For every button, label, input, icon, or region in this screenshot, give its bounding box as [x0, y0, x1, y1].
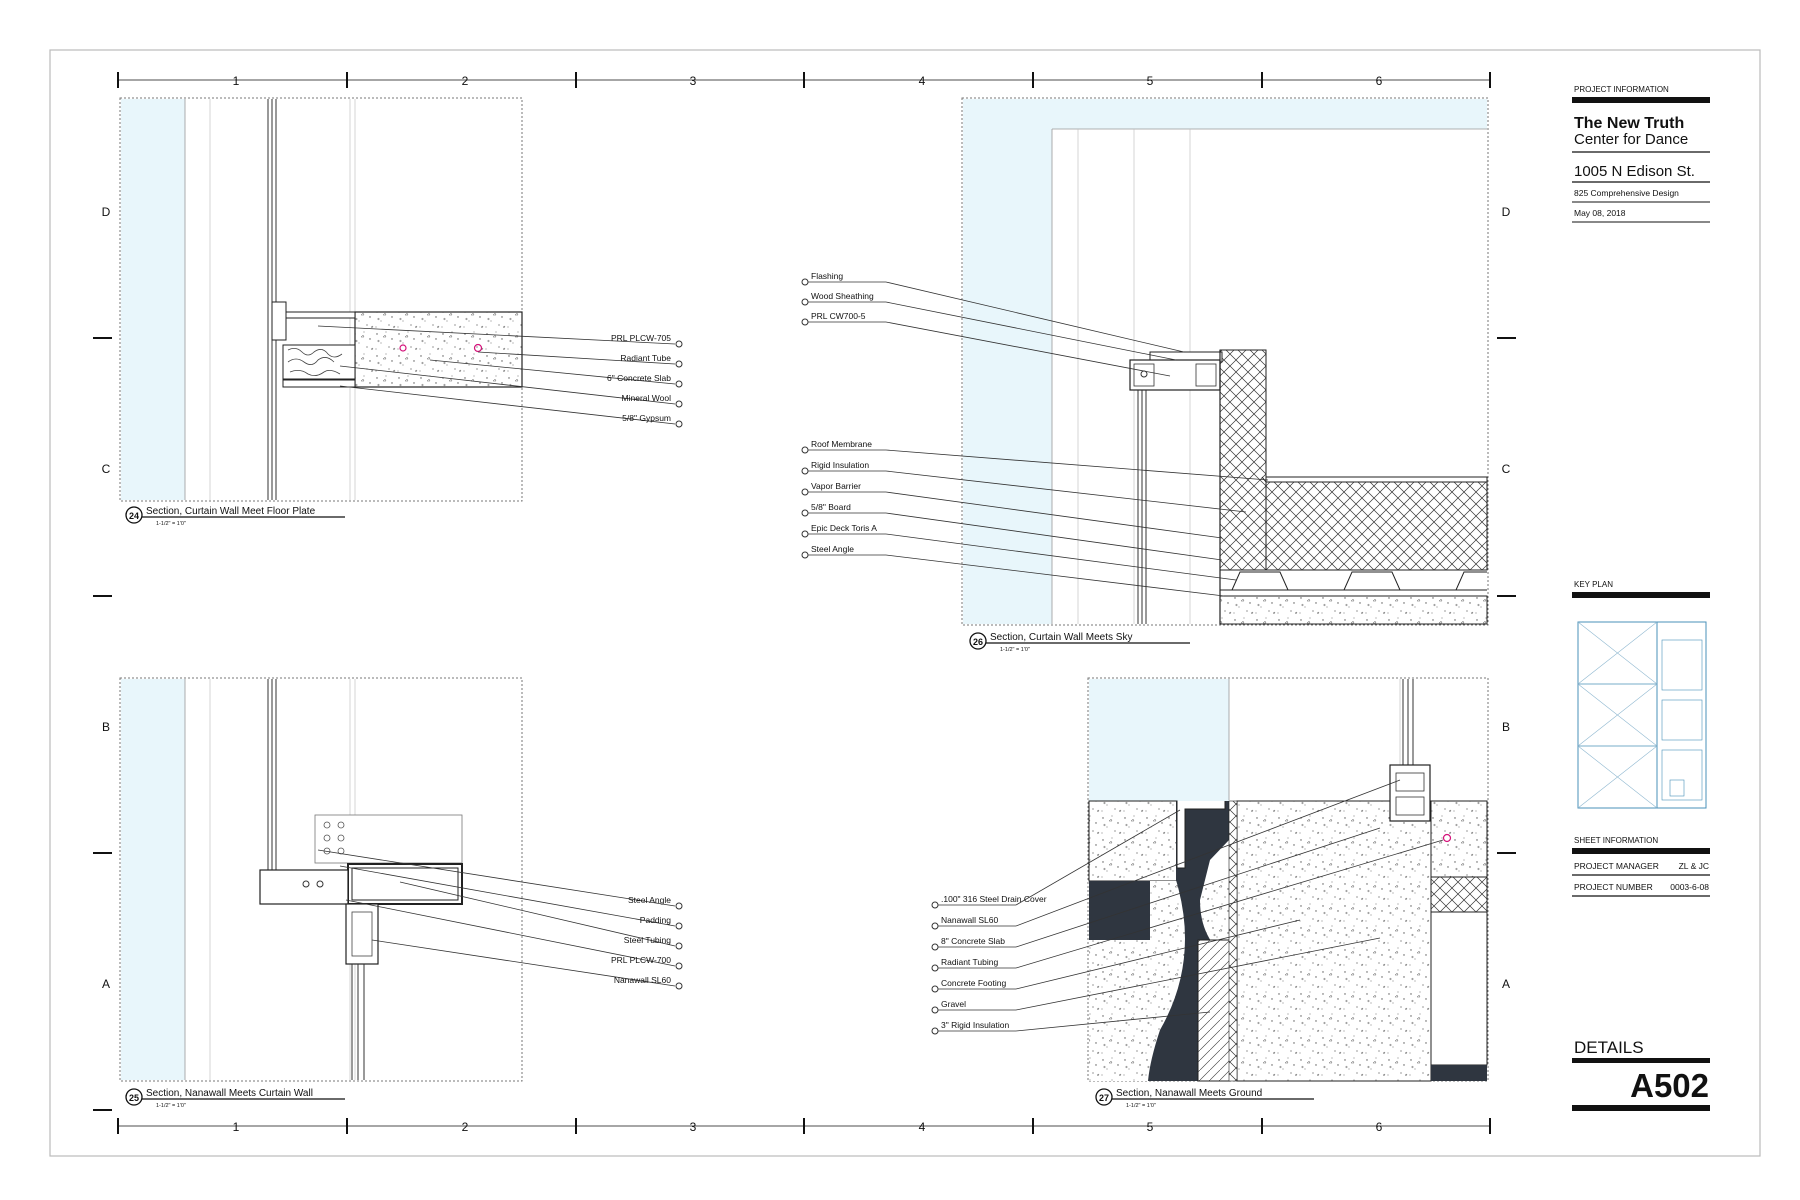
detail-number: 24	[129, 511, 139, 521]
grid-col-label: 5	[1147, 1120, 1154, 1134]
callout-label: .100" 316 Steel Drain Cover	[941, 894, 1047, 904]
callout-label: 3" Rigid Insulation	[941, 1020, 1009, 1030]
callout-label: Steel Angle	[811, 544, 854, 554]
detail-scale: 1-1/2" = 1'0"	[156, 1103, 186, 1109]
grid-columns-bottom: 1 2 3 4 5 6	[117, 1118, 1491, 1134]
grid-col-label: 5	[1147, 74, 1154, 88]
detail-scale: 1-1/2" = 1'0"	[156, 521, 186, 527]
callout-label: PRL CW700-5	[811, 311, 866, 321]
callout-label: Roof Membrane	[811, 439, 872, 449]
detail-24: PRL PLCW-705 Radiant Tube 6" Concrete Sl…	[119, 97, 683, 527]
callout-label: 6" Concrete Slab	[607, 373, 671, 383]
sheet-border	[49, 49, 1761, 1157]
grid-row-label: C	[1502, 462, 1511, 476]
callout-label: Padding	[640, 915, 671, 925]
callout-label: Epic Deck Toris A	[811, 523, 877, 533]
project-number-label: PROJECT NUMBER	[1574, 882, 1653, 892]
callout-label: 8" Concrete Slab	[941, 936, 1005, 946]
grid-row-label: A	[102, 977, 110, 991]
detail-26: Flashing Wood Sheathing PRL CW700-5 Roof…	[801, 97, 1489, 653]
grid-col-label: 2	[462, 74, 469, 88]
detail-title: Section, Nanawall Meets Ground	[1116, 1088, 1262, 1099]
grid-row-label: B	[1502, 720, 1510, 734]
project-address: 1005 N Edison St.	[1574, 163, 1695, 180]
course-name: 825 Comprehensive Design	[1574, 188, 1679, 198]
detail-title: Section, Nanawall Meets Curtain Wall	[146, 1088, 313, 1099]
grid-col-label: 4	[919, 74, 926, 88]
callout-label: Vapor Barrier	[811, 481, 861, 491]
grid-row-label: B	[102, 720, 110, 734]
grid-rows: D C B A D C B A	[93, 205, 1516, 1111]
detail-number: 26	[973, 637, 983, 647]
sheet-info-label: SHEET INFORMATION	[1574, 836, 1658, 845]
sheet-number: A502	[1630, 1067, 1709, 1104]
callout-label: Rigid Insulation	[811, 460, 869, 470]
project-name-line1: The New Truth	[1574, 115, 1684, 132]
grid-row-label: D	[102, 205, 111, 219]
callout-label: 5/8" Board	[811, 502, 851, 512]
callout-label: Flashing	[811, 271, 843, 281]
detail-25: Steel Angle Padding Steel Tubing PRL PLC…	[119, 677, 683, 1109]
callout-label: Nanawall SL60	[941, 915, 998, 925]
callout-label: Nanawall SL60	[614, 975, 671, 985]
project-date: May 08, 2018	[1574, 208, 1626, 218]
grid-col-label: 4	[919, 1120, 926, 1134]
callout-label: Steel Angle	[628, 895, 671, 905]
grid-col-label: 6	[1376, 74, 1383, 88]
callout-label: PRL PLCW-705	[611, 333, 671, 343]
title-block: PROJECT INFORMATION The New Truth Center…	[1572, 85, 1710, 1111]
grid-col-label: 3	[690, 74, 697, 88]
callout-label: Radiant Tube	[620, 353, 671, 363]
callout-label: Radiant Tubing	[941, 957, 998, 967]
callout-label: Steel Tubing	[624, 935, 672, 945]
detail-number: 25	[129, 1093, 139, 1103]
grid-col-label: 2	[462, 1120, 469, 1134]
project-manager-value: ZL & JC	[1679, 861, 1709, 871]
detail-scale: 1-1/2" = 1'0"	[1126, 1103, 1156, 1109]
grid-col-label: 1	[233, 1120, 240, 1134]
project-info-label: PROJECT INFORMATION	[1574, 85, 1669, 94]
callout-label: Wood Sheathing	[811, 291, 874, 301]
callout-label: Concrete Footing	[941, 978, 1006, 988]
grid-col-label: 6	[1376, 1120, 1383, 1134]
callout-label: 5/8" Gypsum	[622, 413, 671, 423]
grid-row-label: C	[102, 462, 111, 476]
grid-columns-top: 1 2 3 4 5 6	[117, 72, 1491, 88]
callout-label: PRL PLCW-700	[611, 955, 671, 965]
details-label: DETAILS	[1574, 1038, 1644, 1057]
detail-number: 27	[1099, 1093, 1109, 1103]
detail-scale: 1-1/2" = 1'0"	[1000, 647, 1030, 653]
grid-row-label: A	[1502, 977, 1510, 991]
project-name-line2: Center for Dance	[1574, 131, 1688, 148]
callout-label: Mineral Wool	[622, 393, 672, 403]
detail-title: Section, Curtain Wall Meets Sky	[990, 632, 1132, 643]
grid-row-label: D	[1502, 205, 1511, 219]
callout-label: Gravel	[941, 999, 966, 1009]
project-manager-label: PROJECT MANAGER	[1574, 861, 1659, 871]
project-number-value: 0003-6-08	[1670, 882, 1709, 892]
key-plan-thumbnail	[1577, 621, 1707, 809]
detail-title: Section, Curtain Wall Meet Floor Plate	[146, 506, 316, 517]
grid-col-label: 1	[233, 74, 240, 88]
grid-col-label: 3	[690, 1120, 697, 1134]
detail-27: .100" 316 Steel Drain Cover Nanawall SL6…	[931, 677, 1489, 1109]
key-plan-label: KEY PLAN	[1574, 580, 1613, 589]
